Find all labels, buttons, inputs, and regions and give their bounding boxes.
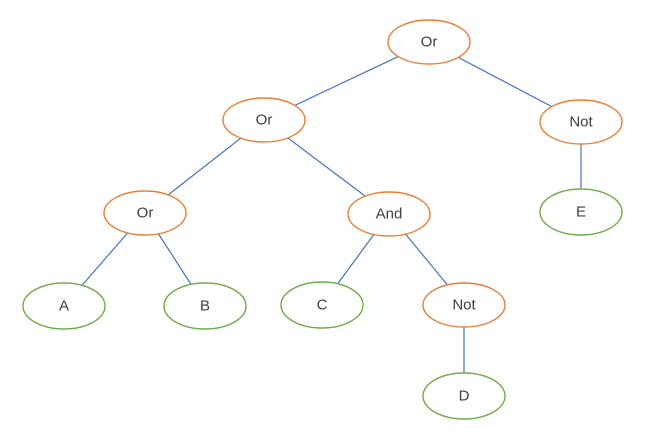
- node-and-shape: [347, 191, 431, 237]
- node-not-inner-label: Not: [452, 297, 476, 314]
- node-or-root: Or: [387, 19, 471, 65]
- node-or-left: Or: [103, 190, 187, 236]
- node-or-root-label: Or: [421, 34, 438, 51]
- node-d: D: [422, 372, 506, 420]
- node-not-right-shape: [539, 99, 623, 145]
- node-c-shape: [280, 281, 364, 329]
- node-d-label: D: [459, 388, 470, 405]
- node-b-shape: [163, 282, 247, 330]
- node-or-mid-shape: [222, 97, 306, 143]
- node-not-right-label: Not: [569, 114, 593, 131]
- node-b: B: [163, 282, 247, 330]
- node-e-shape: [539, 188, 623, 236]
- node-or-left-label: Or: [137, 205, 154, 222]
- node-or-left-shape: [103, 190, 187, 236]
- node-d-shape: [422, 372, 506, 420]
- node-or-mid-label: Or: [256, 112, 273, 129]
- node-c: C: [280, 281, 364, 329]
- node-c-label: C: [317, 297, 328, 314]
- node-e: E: [539, 188, 623, 236]
- node-a-label: A: [59, 298, 69, 315]
- node-and: And: [347, 191, 431, 237]
- node-not-right: Not: [539, 99, 623, 145]
- node-not-inner: Not: [422, 282, 506, 328]
- node-or-root-shape: [387, 19, 471, 65]
- node-not-inner-shape: [422, 282, 506, 328]
- tree-nodes: Or Or Not Or And E: [22, 19, 623, 420]
- node-e-label: E: [576, 204, 586, 221]
- node-b-label: B: [200, 298, 210, 315]
- node-or-mid: Or: [222, 97, 306, 143]
- node-and-label: And: [376, 206, 403, 223]
- node-a-shape: [22, 282, 106, 330]
- node-a: A: [22, 282, 106, 330]
